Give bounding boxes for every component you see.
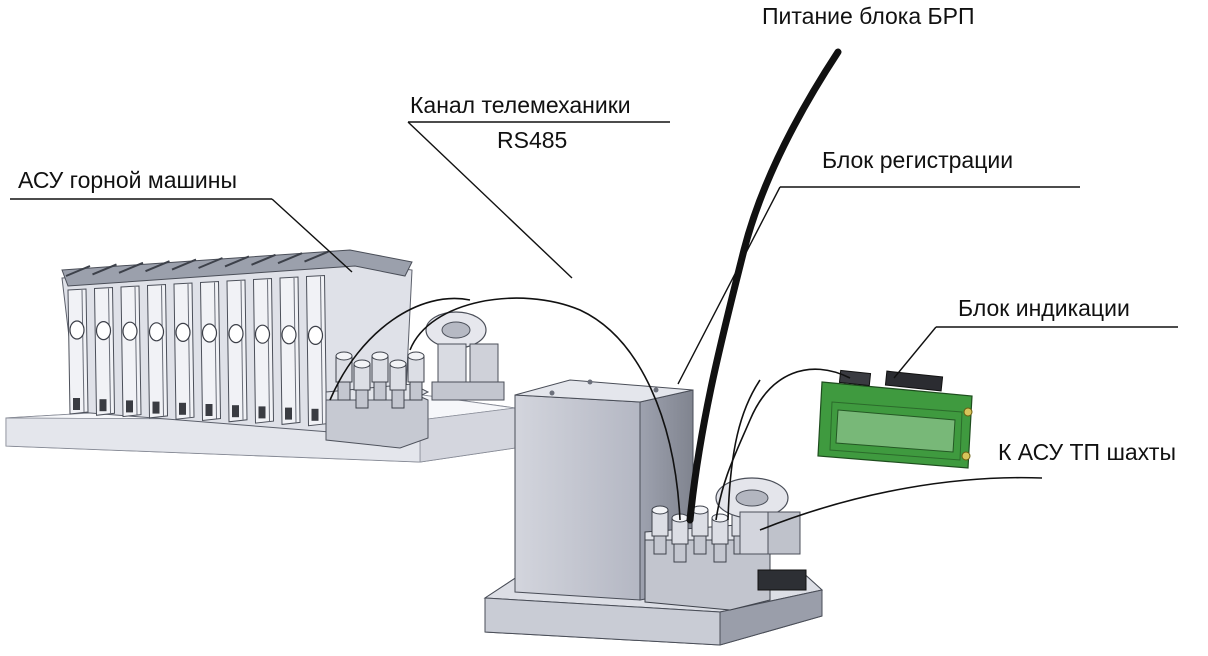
rack-card [304,250,329,427]
rack-connector-plug [335,351,353,401]
rack-connector-plug [371,351,389,401]
label-indication: Блок индикации [893,295,1178,379]
power-cable [686,48,842,524]
rack-card [145,260,170,419]
rack-card [118,261,144,418]
label-asu-tp: К АСУ ТП шахты [998,439,1176,465]
leader-telemechanics [407,121,573,279]
lcd-header-connector [884,370,944,392]
rack-card [92,263,117,416]
label-telemechanics-line2: RS485 [497,127,567,153]
rack-card [224,255,250,423]
rack-transformer [425,311,505,401]
rack-card [277,252,303,425]
registration-connector-plug [651,505,669,555]
label-asu-tp-text: К АСУ ТП шахты [998,439,1176,465]
label-asu-machine: АСУ горной машины [10,167,353,273]
leader-registration [677,186,781,385]
label-registration: Блок регистрации [677,147,1080,385]
label-indication-text: Блок индикации [958,295,1130,321]
telemetry-cable [409,297,681,521]
registration-housing-top [514,379,694,403]
registration-block [483,379,824,646]
label-telemechanics: Канал телемеханики RS485 [407,92,670,279]
rack-card [65,265,91,415]
registration-connector-plug [711,513,729,563]
lcd-cable [715,368,851,521]
scada-cable [759,476,1043,531]
rack-cable [329,297,471,401]
rack-card-cage [61,249,413,433]
label-telemechanics-line1: Канал телемеханики [410,92,631,118]
registration-connector-plug [691,505,709,555]
lcd-screen [835,409,956,453]
rack-card [198,257,223,422]
rack-card [251,253,276,424]
rack-connector-block [325,351,430,449]
rack-connector-plug [407,351,425,401]
label-power-text: Питание блока БРП [762,3,975,29]
indication-block [817,369,973,469]
label-registration-text: Блок регистрации [822,147,1013,173]
leader-indication [893,326,937,379]
registration-housing-front [514,394,641,601]
mining-machine-acs-unit [5,249,516,463]
rack-card [171,258,197,420]
rack-connector-plug [353,359,371,409]
rack-connector-plug [389,359,407,409]
registration-connector-plug [671,513,689,563]
label-asu-machine-text: АСУ горной машины [18,167,237,193]
cables [329,48,1043,531]
leader-asu-machine [271,198,353,273]
lcd-cable-2 [727,379,761,521]
label-power: Питание блока БРП [762,3,975,29]
